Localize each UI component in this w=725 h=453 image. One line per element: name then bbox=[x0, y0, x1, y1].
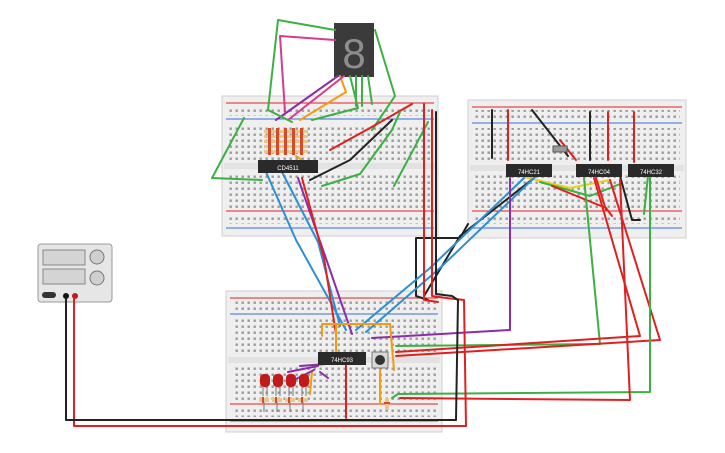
led-4[interactable] bbox=[299, 374, 309, 396]
chip-74hc32[interactable]: 74HC32 bbox=[628, 164, 674, 177]
chip-74hc32-label: 74HC32 bbox=[640, 170, 663, 176]
small-resistor[interactable] bbox=[552, 145, 568, 153]
led-resistors[interactable] bbox=[259, 397, 308, 412]
led-1[interactable] bbox=[260, 374, 270, 396]
segment-digit: 8 bbox=[342, 30, 365, 77]
pushbutton-cap-icon[interactable] bbox=[375, 355, 385, 365]
current-knob-icon[interactable] bbox=[89, 270, 105, 286]
seven-segment-display[interactable]: 8 bbox=[334, 23, 374, 77]
ground-terminal-icon[interactable] bbox=[63, 293, 69, 299]
pulldown-resistor[interactable] bbox=[384, 398, 390, 410]
led-2[interactable] bbox=[273, 374, 283, 396]
chip-74hc21[interactable]: 74HC21 bbox=[506, 164, 552, 177]
chip-74hc04-label: 74HC04 bbox=[588, 170, 611, 176]
chip-74hc21-label: 74HC21 bbox=[518, 170, 541, 176]
power-switch[interactable] bbox=[42, 292, 56, 298]
voltage-knob-icon[interactable] bbox=[89, 249, 105, 265]
breadboard-top-center[interactable] bbox=[221, 95, 439, 237]
chip-cd4511-label: CD4511 bbox=[277, 166, 299, 172]
pushbutton[interactable] bbox=[371, 351, 389, 369]
led-3[interactable] bbox=[286, 374, 296, 396]
led-group[interactable] bbox=[260, 374, 309, 396]
chip-74hc04[interactable]: 74HC04 bbox=[576, 164, 622, 177]
resistor-array[interactable] bbox=[264, 128, 308, 155]
power-supply[interactable] bbox=[37, 243, 113, 303]
chip-74hc93[interactable]: 74HC93 bbox=[318, 352, 366, 365]
chip-cd4511[interactable]: CD4511 bbox=[258, 160, 318, 173]
chip-74hc93-label: 74HC93 bbox=[331, 358, 354, 364]
